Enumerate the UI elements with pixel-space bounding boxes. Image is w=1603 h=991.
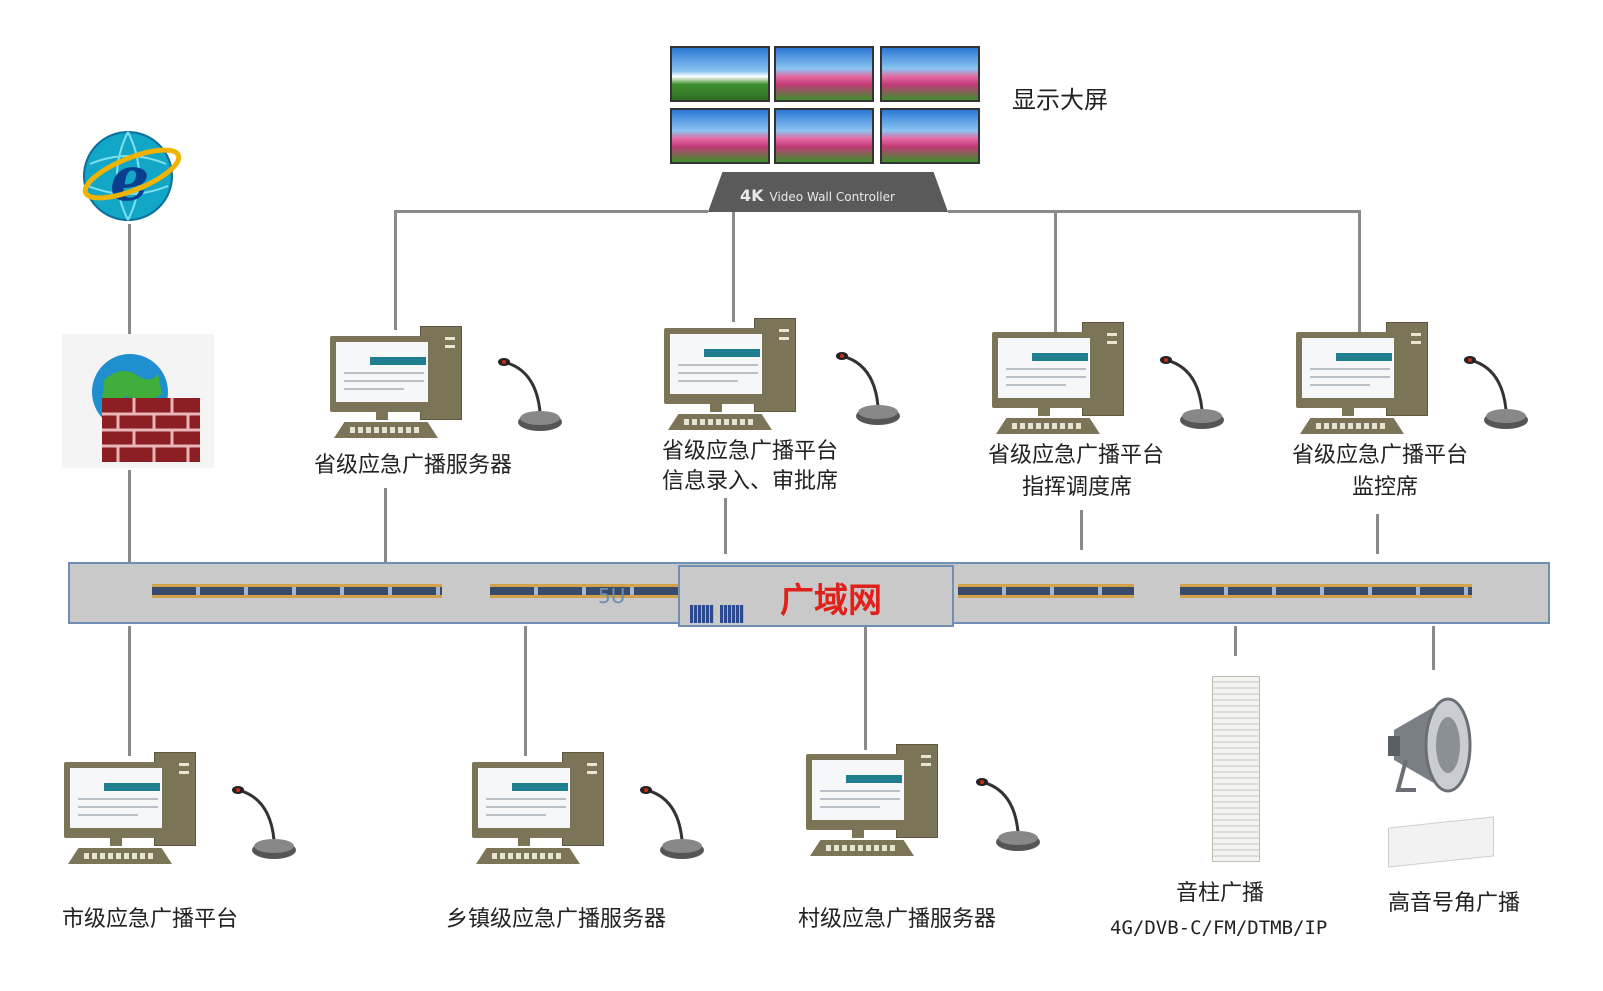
label-city-platform: 市级应急广播平台 [62, 907, 239, 932]
wire-drop-dispatch [1054, 210, 1057, 332]
port-strip [958, 584, 1134, 598]
wire-monitor-switch [1376, 514, 1379, 554]
label-village-server: 村级应急广播服务器 [798, 907, 997, 932]
microphone-icon [1158, 354, 1228, 434]
computer-icon [472, 752, 612, 872]
wire-switch-city [128, 626, 131, 756]
video-wall-icon [670, 46, 982, 164]
wire-switch-village [864, 626, 867, 750]
controller-text: Video Wall Controller [769, 190, 895, 204]
column-speaker-icon [1212, 676, 1260, 862]
wire-entry-switch [724, 498, 727, 554]
microphone-icon [230, 784, 300, 864]
computer-icon [330, 326, 470, 446]
microphone-icon [638, 784, 708, 864]
wire-ie-firewall [128, 224, 131, 334]
label-provincial-dispatch-1: 省级应急广播平台 [988, 443, 1165, 468]
wan-label: 广域网 [780, 581, 882, 621]
computer-icon [664, 318, 804, 438]
wire-dispatch-switch [1080, 510, 1083, 550]
wire-drop-entry [732, 212, 735, 322]
port-strip [1180, 584, 1472, 598]
wire-controller-right [948, 210, 1360, 213]
switch-faint-text: 5U [598, 584, 626, 608]
controller-brand: 4K [740, 186, 764, 205]
firewall-icon [62, 334, 214, 468]
label-column-speaker-2: 4G/DVB-C/FM/DTMB/IP [1110, 917, 1328, 939]
port-strip [152, 584, 442, 598]
wire-switch-town [524, 626, 527, 756]
video-wall-controller: 4K Video Wall Controller [708, 172, 948, 212]
wire-drop-monitor [1358, 210, 1361, 332]
wire-controller-left [394, 210, 708, 213]
horn-speaker-icon [1386, 690, 1486, 800]
label-provincial-server: 省级应急广播服务器 [314, 453, 513, 478]
wire-server-switch [384, 488, 387, 562]
microphone-icon [834, 350, 904, 430]
computer-icon [64, 752, 204, 872]
wire-firewall-switch [128, 470, 131, 562]
port-block [690, 605, 714, 623]
port-strip [490, 584, 680, 598]
label-provincial-monitor-1: 省级应急广播平台 [1292, 443, 1469, 468]
video-wall-tile [880, 46, 980, 102]
label-town-server: 乡镇级应急广播服务器 [446, 907, 667, 932]
computer-icon [1296, 322, 1436, 442]
computer-icon [992, 322, 1132, 442]
video-wall-tile [670, 46, 770, 102]
display-wall-label: 显示大屏 [1012, 86, 1108, 114]
wire-drop-server [394, 210, 397, 330]
computer-icon [806, 744, 946, 864]
label-column-speaker-1: 音柱广播 [1176, 881, 1265, 906]
video-wall-tile [774, 108, 874, 164]
label-provincial-monitor-2: 监控席 [1352, 475, 1419, 500]
wire-switch-column [1234, 626, 1237, 656]
label-horn-speaker: 高音号角广播 [1388, 891, 1521, 916]
microphone-icon [496, 356, 566, 436]
port-block [720, 605, 744, 623]
video-wall-tile [774, 46, 874, 102]
label-provincial-dispatch-2: 指挥调度席 [1022, 475, 1133, 500]
label-provincial-entry-1: 省级应急广播平台 [662, 439, 839, 464]
amplifier-box-icon [1388, 816, 1494, 868]
wire-switch-horn [1432, 626, 1435, 670]
microphone-icon [1462, 354, 1532, 434]
video-wall-tile [670, 108, 770, 164]
label-provincial-entry-2: 信息录入、审批席 [662, 469, 839, 494]
microphone-icon [974, 776, 1044, 856]
internet-explorer-icon: e [76, 124, 182, 226]
wan-center-panel: 广域网 [678, 565, 954, 627]
video-wall-tile [880, 108, 980, 164]
